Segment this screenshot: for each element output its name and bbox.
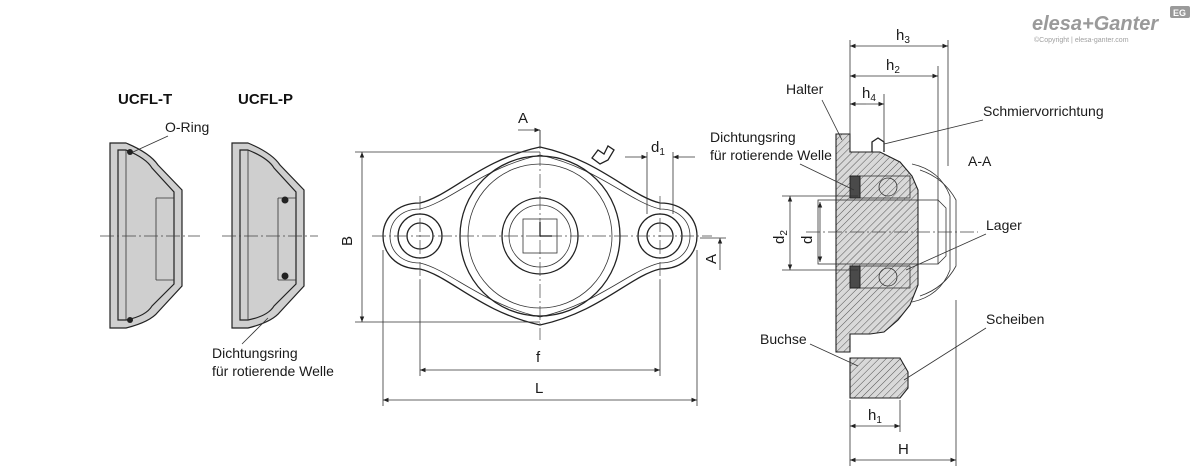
end-cap <box>911 163 951 303</box>
label-seal-1: Dichtungsring <box>710 129 796 145</box>
dim-d2: d2 <box>771 230 790 244</box>
ucfl-p-cap-shape <box>231 142 305 329</box>
dim-l: L <box>535 380 543 397</box>
copyright-text: ©Copyright | elesa-ganter.com <box>1034 36 1129 44</box>
seal-mark-bottom <box>281 272 289 280</box>
label-buchse: Buchse <box>760 331 807 347</box>
seal-mark-top <box>281 196 289 204</box>
variant-ucfl-t: UCFL-T O-Ring <box>100 91 209 329</box>
p-seal-label-2: für rotierende Welle <box>212 363 334 379</box>
leader-buchse <box>809 343 859 367</box>
end-cap-outer <box>919 169 957 297</box>
ucfl-t-cap-shape <box>109 142 183 329</box>
dim-d: d <box>799 236 816 244</box>
dim-a-right: A <box>703 254 720 264</box>
logo-badge-bg <box>1170 6 1190 18</box>
label-scheiben: Scheiben <box>986 311 1044 327</box>
leader-halter <box>821 99 843 141</box>
dim-b: B <box>339 236 356 246</box>
seal-bottom <box>849 265 861 289</box>
dim-h4: h4 <box>862 85 876 104</box>
seal-top <box>849 175 861 199</box>
ucfl-t-inner-lines <box>125 150 174 320</box>
label-schmier: Schmiervorrichtung <box>983 103 1104 119</box>
leader-scheiben <box>903 327 987 381</box>
p-seal-leader <box>241 317 269 345</box>
leader-lager <box>905 233 987 271</box>
label-seal-2: für rotierende Welle <box>710 147 832 163</box>
variant-t-label: UCFL-T <box>118 91 172 108</box>
dim-d1: d1 <box>651 139 665 158</box>
dim-f: f <box>536 349 541 366</box>
housing-section <box>835 133 919 353</box>
dim-h2: h2 <box>886 57 900 76</box>
o-ring-label: O-Ring <box>165 119 209 135</box>
label-section-title: A-A <box>968 153 992 169</box>
o-ring-mark <box>127 149 133 155</box>
leader-schmier <box>883 119 984 145</box>
variant-ucfl-p: UCFL-P Dichtungsring für rotierende Well… <box>212 91 334 379</box>
o-ring-leader <box>132 135 169 153</box>
label-halter: Halter <box>786 81 824 97</box>
dim-h3: h3 <box>896 27 910 46</box>
bearing-ball-bottom <box>878 267 898 287</box>
bearing-ball-top <box>878 177 898 197</box>
logo-text: elesa+Ganter <box>1032 13 1159 35</box>
brand-logo: elesa+Ganter EG ©Copyright | elesa-gante… <box>1032 6 1190 44</box>
section-grease-nipple <box>871 137 885 152</box>
front-view: A d1 B A f L <box>339 110 726 406</box>
logo-badge: EG <box>1173 8 1186 18</box>
section-view: h3 h2 h4 d2 d h1 H Halter Schmiervorrich… <box>710 27 1104 466</box>
label-lager: Lager <box>986 217 1022 233</box>
variant-p-label: UCFL-P <box>238 91 293 108</box>
p-seal-label-1: Dichtungsring <box>212 345 298 361</box>
leader-seal <box>799 163 855 191</box>
o-ring-mark-bottom <box>127 317 133 323</box>
dim-a-top: A <box>518 110 528 127</box>
grease-nipple <box>591 145 615 165</box>
dim-h1: h1 <box>868 407 882 426</box>
bushing-section <box>849 357 909 399</box>
dim-H: H <box>898 441 909 458</box>
